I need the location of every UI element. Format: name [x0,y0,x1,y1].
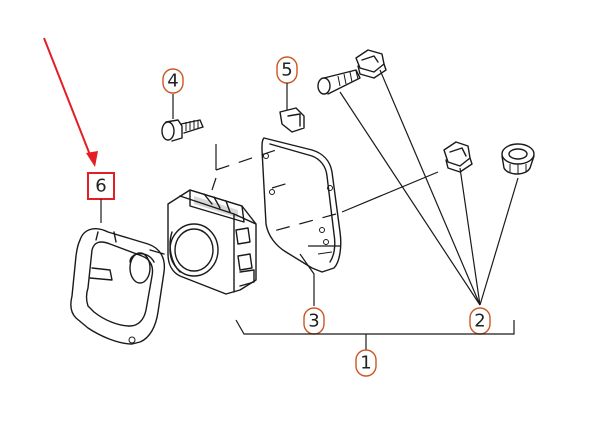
leader-lines-2 [339,69,519,306]
callout-6: 6 [87,172,115,223]
callout-4: 4 [162,68,184,94]
callout-1: 1 [355,349,377,377]
grommet-part [501,143,535,175]
callout-label-1: 1 [360,353,371,374]
highlight-arrow [43,37,98,167]
callout-label-2: 2 [474,311,485,332]
callout-3: 3 [303,307,325,335]
callout-label-4: 4 [167,71,178,92]
callout-1-bracket [235,319,515,350]
bracket-part [261,137,342,273]
callout-2: 2 [469,307,491,335]
sensor-housing-part [167,189,257,295]
callout-label-3: 3 [308,311,319,332]
callout-label-6: 6 [95,176,106,197]
clip-part [279,107,305,133]
callout-label-5: 5 [281,60,292,81]
trim-frame-part [70,228,166,345]
nut-part [443,141,473,173]
callout-5: 5 [276,56,298,110]
bolt-part [161,94,204,142]
screw-part [317,49,387,95]
assembly-lines [211,144,439,306]
